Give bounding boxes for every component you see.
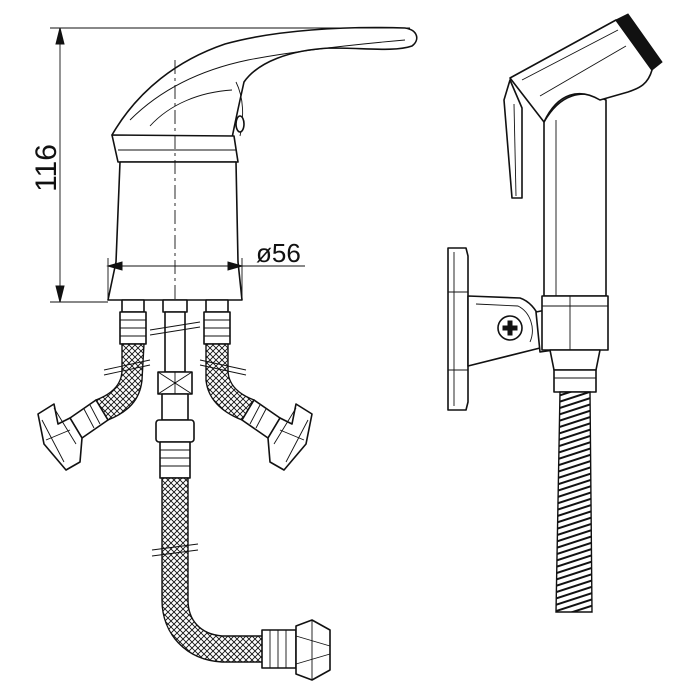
left-inlet-hose: [37, 311, 147, 471]
faucet-lever-handle: [111, 26, 418, 141]
hand-shower-collar: [541, 295, 609, 351]
height-dimension: 116: [30, 27, 410, 303]
hand-shower-assembly: [447, 13, 663, 613]
faucet-assembly: 116 ø56: [30, 26, 418, 681]
diameter-dimension-label: ø56: [256, 238, 301, 268]
right-inlet-hose: [203, 311, 313, 471]
trigger-lever: [503, 79, 523, 199]
height-dimension-label: 116: [30, 144, 63, 192]
hand-shower-head: [509, 19, 653, 123]
shower-hose: [555, 391, 593, 613]
diameter-dimension: ø56: [106, 238, 305, 300]
spray-face: [615, 13, 663, 71]
wall-bracket-plate: [447, 247, 469, 411]
center-outlet-hose: [149, 311, 331, 681]
hand-shower-handle: [543, 93, 607, 297]
